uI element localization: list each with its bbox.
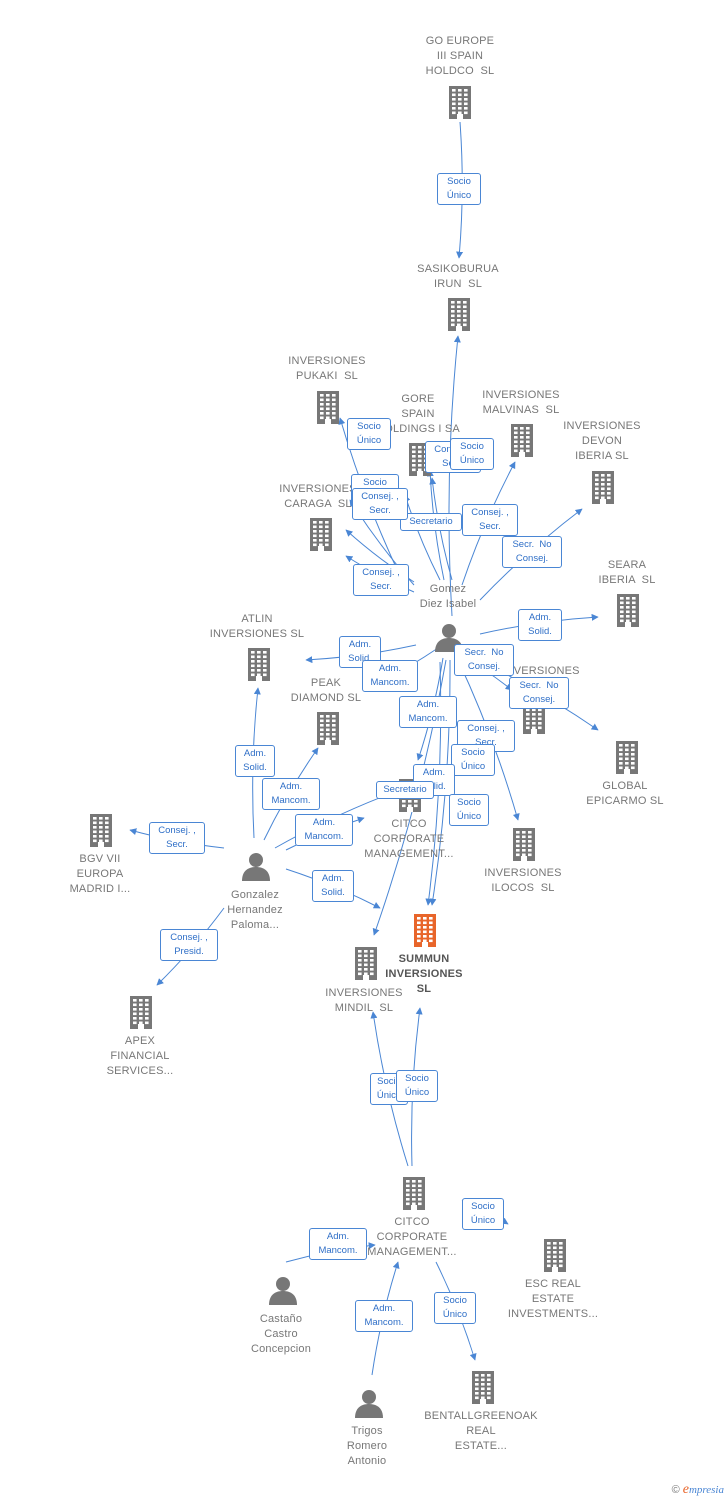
node-label-bentall[interactable]: BENTALLGREENOAK REAL ESTATE...: [424, 1410, 538, 1452]
relation-label[interactable]: Consej. , Presid.: [160, 929, 218, 961]
relation-label[interactable]: Adm. Mancom.: [362, 660, 418, 692]
person-icon[interactable]: [241, 851, 271, 886]
brand-name: mpresia: [688, 1484, 724, 1496]
relation-label[interactable]: Adm. Solid.: [235, 745, 275, 777]
relation-label[interactable]: Socio Único: [449, 794, 489, 826]
node-label-go-europe[interactable]: GO EUROPE III SPAIN HOLDCO SL: [425, 35, 495, 77]
building-icon[interactable]: [614, 593, 642, 632]
relation-label[interactable]: Adm. Mancom.: [355, 1300, 413, 1332]
relation-label[interactable]: Secretario: [376, 781, 434, 799]
node-label-peak[interactable]: PEAK DIAMOND SL: [290, 677, 362, 704]
node-label-esc[interactable]: ESC REAL ESTATE INVESTMENTS...: [507, 1278, 599, 1320]
building-icon[interactable]: [127, 995, 155, 1034]
node-label-mindil[interactable]: INVERSIONES MINDIL SL: [325, 987, 403, 1014]
relation-label[interactable]: Consej. , Secr.: [462, 504, 518, 536]
copyright-symbol: ©: [671, 1484, 680, 1496]
node-label-citco-top[interactable]: CITCO CORPORATE MANAGEMENT...: [364, 818, 454, 860]
relation-label[interactable]: Adm. Mancom.: [262, 778, 320, 810]
brand-logo: © empresia: [672, 1482, 724, 1498]
node-label-gonzalez[interactable]: Gonzalez Hernandez Paloma...: [227, 889, 283, 931]
relation-label[interactable]: Consej. , Secr.: [352, 488, 408, 520]
edge-line: [448, 335, 461, 617]
relation-label[interactable]: Socio Único: [347, 418, 391, 450]
node-label-bgv[interactable]: BGV VII EUROPA MADRID I...: [69, 853, 131, 895]
node-label-castano[interactable]: Castaño Castro Concepcion: [250, 1313, 312, 1355]
relation-label[interactable]: Adm. Mancom.: [399, 696, 457, 728]
relation-label[interactable]: Secr. No Consej.: [454, 644, 514, 676]
building-icon[interactable]: [589, 470, 617, 509]
person-icon[interactable]: [354, 1388, 384, 1423]
node-label-seara[interactable]: SEARA IBERIA SL: [598, 559, 656, 586]
node-label-devon[interactable]: INVERSIONES DEVON IBERIA SL: [563, 420, 641, 462]
building-icon[interactable]: [613, 740, 641, 779]
brand-initial: e: [682, 1482, 689, 1497]
relation-label[interactable]: Secr. No Consej.: [509, 677, 569, 709]
person-icon[interactable]: [268, 1275, 298, 1310]
node-label-ilocos[interactable]: INVERSIONES ILOCOS SL: [484, 867, 562, 894]
building-icon[interactable]: [445, 297, 473, 336]
building-icon[interactable]: [411, 913, 439, 952]
relation-label[interactable]: Adm. Solid.: [312, 870, 354, 902]
relation-label[interactable]: Socio Único: [437, 173, 481, 205]
building-icon[interactable]: [314, 390, 342, 429]
relation-label[interactable]: Adm. Mancom.: [309, 1228, 367, 1260]
relation-label[interactable]: Consej. , Secr.: [149, 822, 205, 854]
node-label-apex[interactable]: APEX FINANCIAL SERVICES...: [106, 1035, 174, 1077]
building-icon[interactable]: [508, 423, 536, 462]
edge-line: [403, 494, 441, 581]
building-icon[interactable]: [87, 813, 115, 852]
node-label-malvinas[interactable]: INVERSIONES MALVINAS SL: [482, 389, 560, 416]
building-icon[interactable]: [510, 827, 538, 866]
relation-label[interactable]: Consej. , Secr.: [353, 564, 409, 596]
relation-label[interactable]: Socio Único: [450, 438, 494, 470]
building-icon[interactable]: [307, 517, 335, 556]
relation-label[interactable]: Socio Único: [451, 744, 495, 776]
node-label-gomez[interactable]: Gomez Diez Isabel: [419, 583, 477, 610]
node-label-citco-bottom[interactable]: CITCO CORPORATE MANAGEMENT...: [367, 1216, 457, 1258]
relation-label[interactable]: Socio Único: [434, 1292, 476, 1324]
node-label-summun[interactable]: SUMMUN INVERSIONES SL: [385, 953, 463, 995]
relation-label[interactable]: Socio Único: [396, 1070, 438, 1102]
building-icon[interactable]: [314, 711, 342, 750]
relation-label[interactable]: Secretario: [400, 513, 462, 531]
node-label-global[interactable]: GLOBAL EPICARMO SL: [586, 780, 664, 807]
building-icon[interactable]: [446, 85, 474, 124]
node-label-pukaki[interactable]: INVERSIONES PUKAKI SL: [288, 355, 366, 382]
node-label-sasikoburua[interactable]: SASIKOBURUA IRUN SL: [417, 263, 499, 290]
relation-label[interactable]: Socio Único: [462, 1198, 504, 1230]
building-icon[interactable]: [245, 647, 273, 686]
node-label-inv-hidden[interactable]: INVERSIONES: [502, 665, 580, 677]
building-icon[interactable]: [541, 1238, 569, 1277]
node-label-caraga[interactable]: INVERSIONES CARAGA SL: [279, 483, 357, 510]
node-label-trigos[interactable]: Trigos Romero Antonio: [346, 1425, 388, 1467]
building-icon[interactable]: [352, 946, 380, 985]
relation-label[interactable]: Adm. Mancom.: [295, 814, 353, 846]
relation-label[interactable]: Secr. No Consej.: [502, 536, 562, 568]
building-icon[interactable]: [469, 1370, 497, 1409]
relation-label[interactable]: Adm. Solid.: [518, 609, 562, 641]
building-icon[interactable]: [400, 1176, 428, 1215]
node-label-atlin[interactable]: ATLIN INVERSIONES SL: [209, 613, 305, 640]
